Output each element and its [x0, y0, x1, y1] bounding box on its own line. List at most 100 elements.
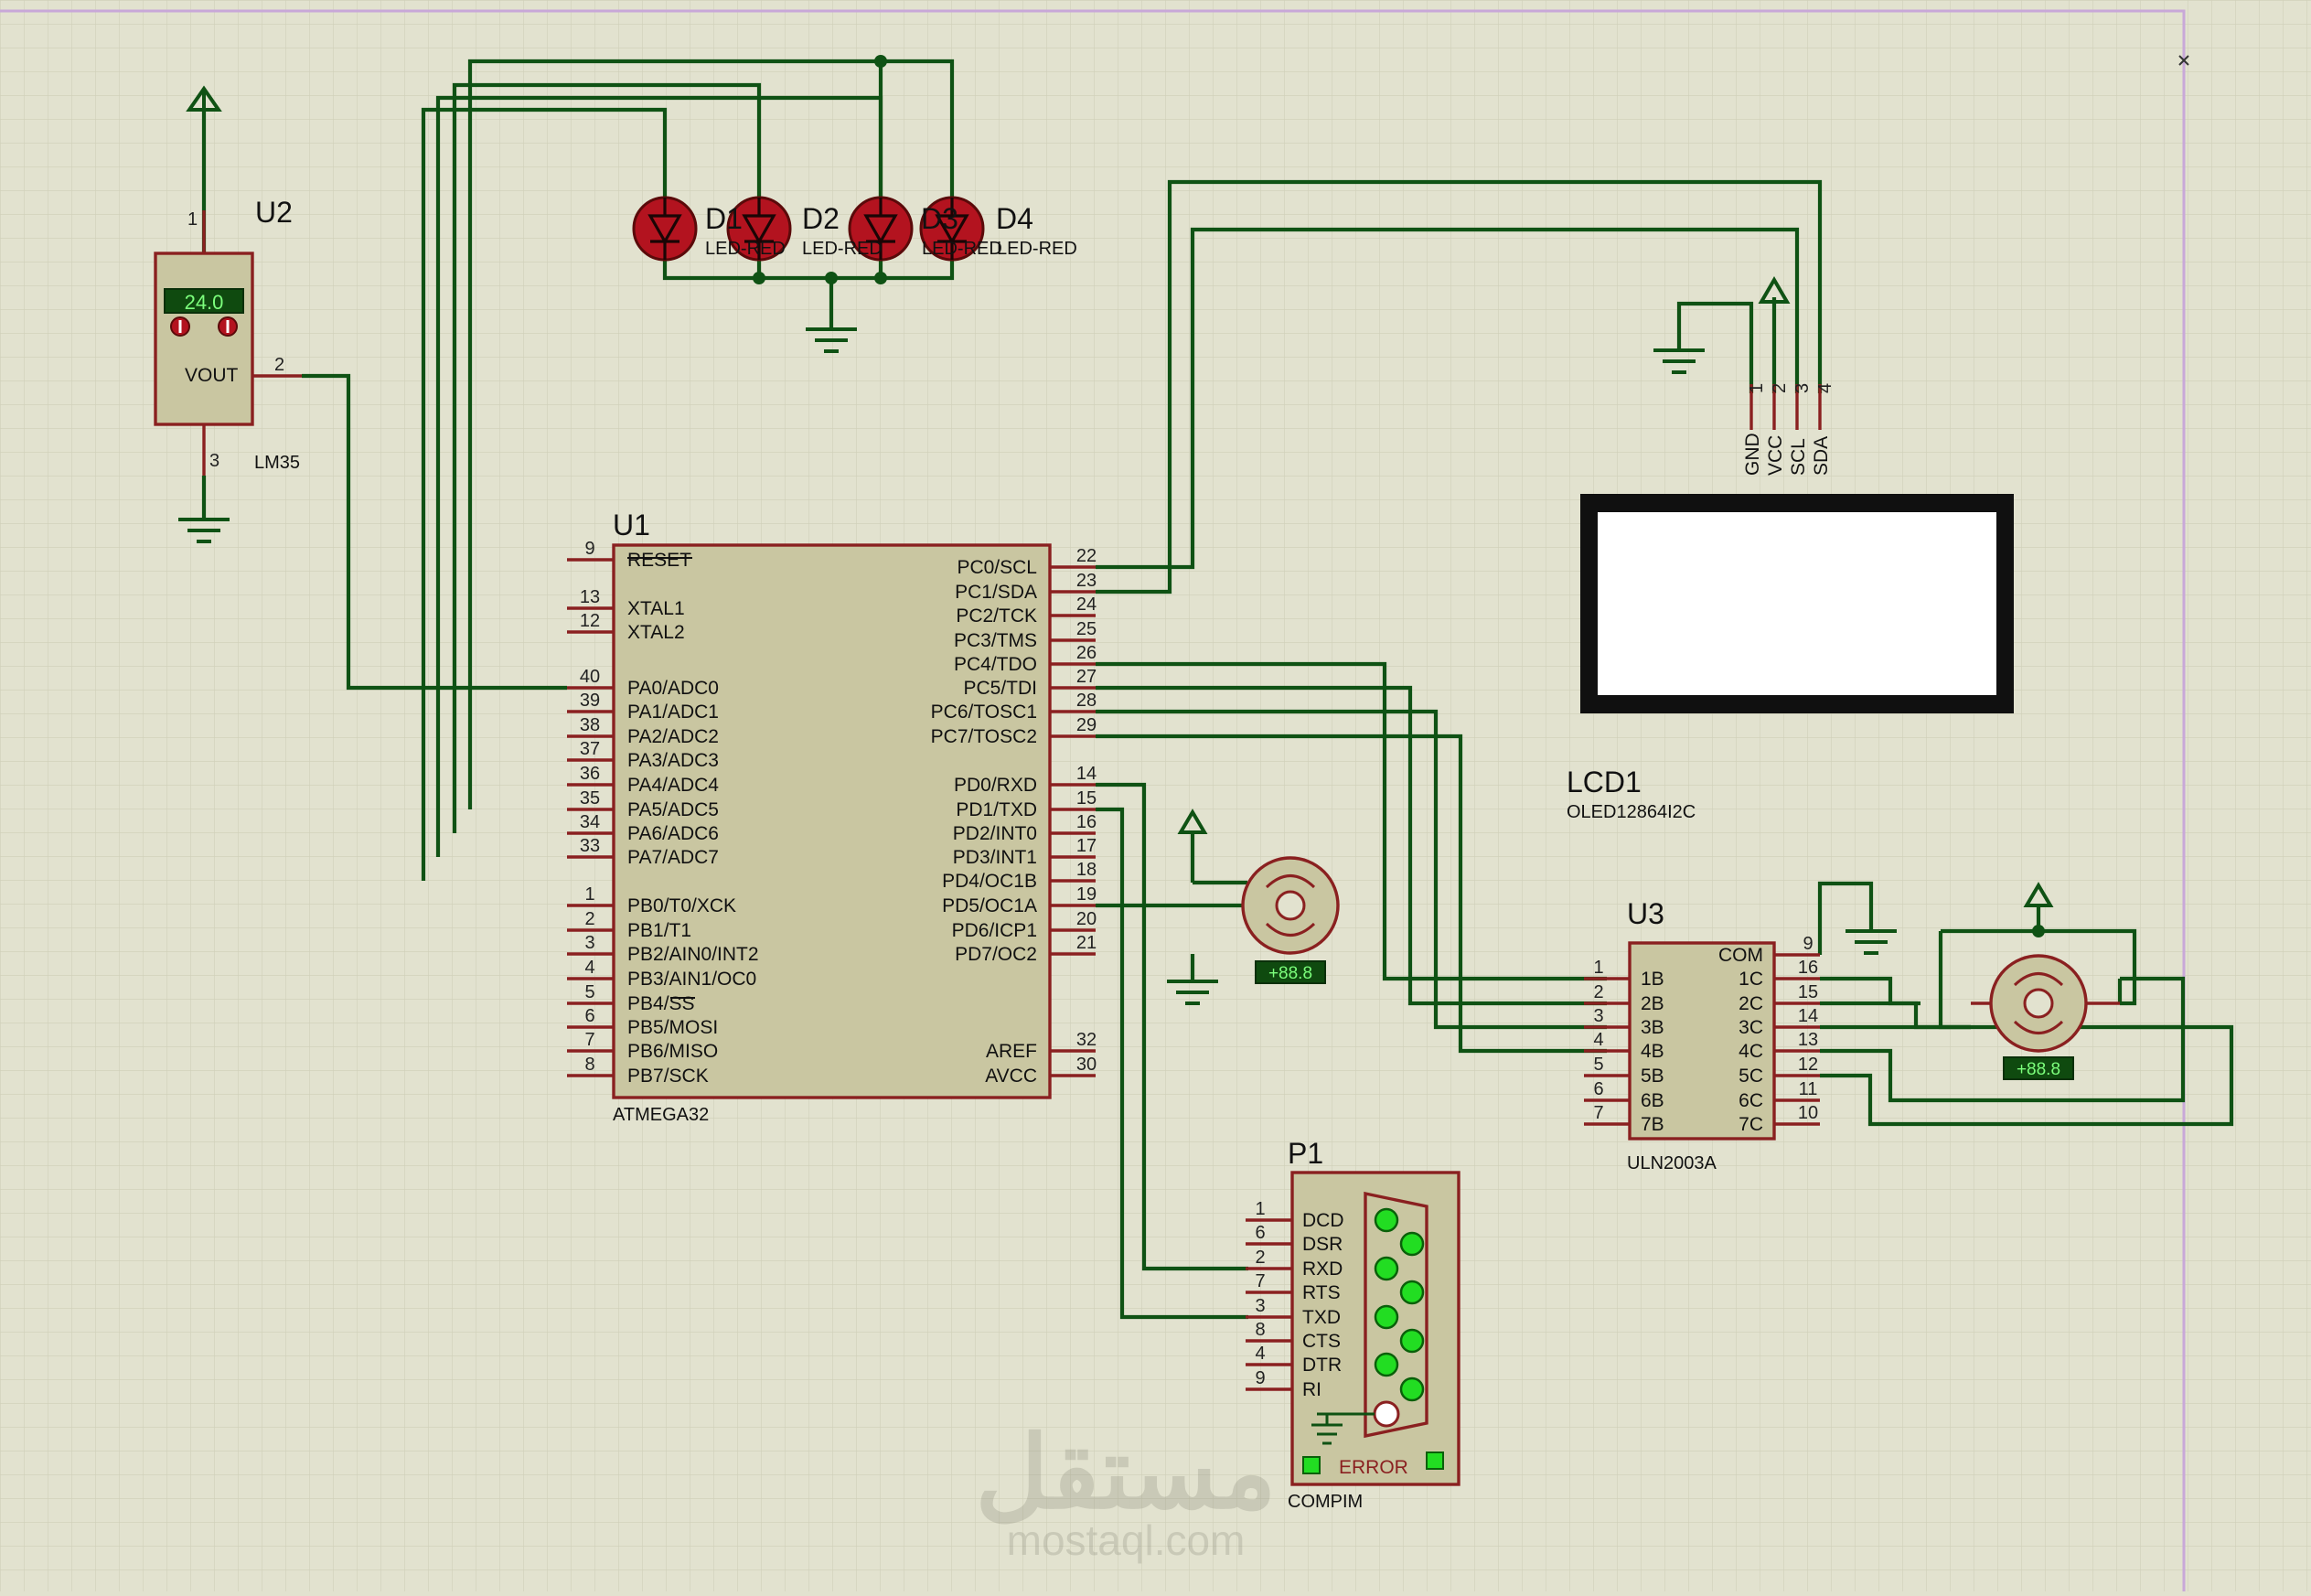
u1-pin-number: 5: [584, 982, 594, 1002]
p1-pin-label: RXD: [1302, 1259, 1343, 1280]
led-d2[interactable]: [726, 196, 792, 262]
u1-pin-label: PD5/OC1A: [942, 895, 1037, 916]
u3-pin-number: 6: [1593, 1079, 1603, 1099]
u2-decrement-button[interactable]: [170, 316, 190, 337]
p1-pin-number: 8: [1255, 1320, 1265, 1340]
u1-pin-number: 20: [1076, 909, 1097, 929]
sheet-corner-mark: [2178, 55, 2189, 66]
u3-pin-4b[interactable]: 44B: [1584, 1030, 1664, 1062]
u1-pin-number: 1: [584, 884, 594, 905]
u1-pin-number: 14: [1076, 764, 1097, 784]
u3-pin-number: 12: [1798, 1055, 1818, 1075]
p1-pin-number: 3: [1255, 1296, 1265, 1316]
u1-pin-number: 33: [580, 836, 600, 856]
u2-increment-button[interactable]: [218, 316, 238, 337]
motor-1[interactable]: +88.8: [1241, 856, 1340, 984]
u1-pin-number: 8: [584, 1055, 594, 1075]
u3-pin-7b[interactable]: 77B: [1584, 1103, 1664, 1135]
u3-pin-1b[interactable]: 11B: [1584, 958, 1664, 990]
led-d4[interactable]: [919, 196, 985, 262]
u3-pin-3b[interactable]: 33B: [1584, 1006, 1664, 1038]
lcd-pin-number: 1: [1747, 383, 1767, 393]
led-d1[interactable]: [632, 196, 698, 262]
u3-pin-6b[interactable]: 66B: [1584, 1079, 1664, 1111]
u2-vout-label: VOUT: [185, 365, 239, 386]
p1-ground-pin: [1373, 1400, 1400, 1428]
p1-signal-led: [1374, 1304, 1399, 1330]
motor-2[interactable]: +88.8: [1971, 954, 2120, 1080]
u3-pin-2b[interactable]: 22B: [1584, 982, 1664, 1014]
p1-pin-label: CTS: [1302, 1331, 1341, 1352]
u1-pin-label: PC7/TOSC2: [931, 726, 1037, 747]
u2-lm35[interactable]: 24.0 VOUT U2 LM35 1 2 3: [154, 85, 302, 520]
power-arrow-icon: [186, 85, 222, 112]
u1-pin-number: 29: [1076, 715, 1097, 735]
led-d1-value: LED-RED: [705, 239, 786, 259]
led-d3[interactable]: [848, 196, 914, 262]
u3-pin-5b[interactable]: 55B: [1584, 1055, 1664, 1087]
p1-pin-ri[interactable]: 9RI: [1246, 1368, 1321, 1400]
